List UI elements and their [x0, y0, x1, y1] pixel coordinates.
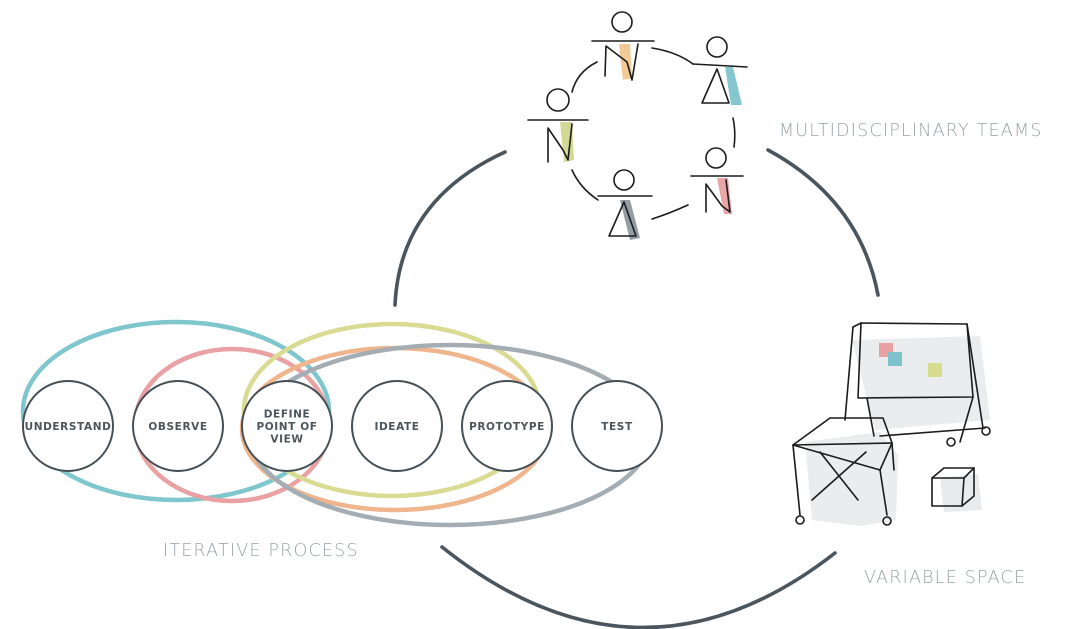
process-step-label: IDEATE	[374, 421, 419, 433]
process-step-label: OBSERVE	[148, 421, 207, 433]
team-member	[597, 169, 653, 240]
process-step: PROTOTYPE	[461, 380, 553, 472]
variable-space-sketch	[792, 322, 991, 526]
team-member-head	[613, 169, 635, 191]
team-ring-segment	[732, 117, 736, 148]
team-member-body-color	[725, 67, 742, 105]
process-step-circle	[241, 380, 333, 472]
connecting-arcs	[393, 148, 880, 629]
process-step-circle	[351, 380, 443, 472]
team-member-head	[546, 88, 570, 112]
process-step-label: PROTOTYPE	[469, 421, 545, 433]
process-step-label: POINT OF	[256, 421, 317, 433]
process-step-circle	[571, 380, 663, 472]
team-member-head	[611, 11, 633, 33]
caption-iterative-process: ITERATIVE PROCESS	[163, 541, 359, 561]
team-member-body-color	[717, 178, 732, 214]
process-step-label: TEST	[601, 421, 633, 433]
process-step-label: UNDERSTAND	[25, 421, 112, 433]
team-ring-segment	[571, 61, 598, 93]
arc-teams-to-space	[766, 148, 880, 297]
furniture-shadow	[805, 432, 898, 526]
team-member-head	[705, 147, 727, 169]
furniture-shadow	[852, 336, 990, 430]
team-member	[591, 11, 655, 81]
table	[792, 417, 895, 526]
team-ring-segment	[571, 169, 599, 201]
process-step-circle	[461, 380, 553, 472]
phase-ellipses	[20, 319, 653, 528]
team-member	[527, 88, 589, 163]
process-step-circle	[22, 380, 114, 472]
process-step-circle	[132, 380, 224, 472]
caption-multidisciplinary-teams: MULTIDISCIPLINARY TEAMS	[779, 121, 1043, 141]
process-step: OBSERVE	[132, 380, 224, 472]
sticky-note	[888, 352, 902, 366]
team-member	[692, 36, 748, 105]
arc-space-to-process	[440, 545, 837, 629]
caption-variable-space: VARIABLE SPACE	[864, 568, 1026, 588]
sticky-note	[928, 363, 942, 377]
process-step: UNDERSTAND	[22, 380, 114, 472]
process-step: TEST	[571, 380, 663, 472]
team-ring-segment	[651, 47, 694, 65]
process-step: IDEATE	[351, 380, 443, 472]
team-member-head	[706, 36, 728, 58]
team-ring-segment	[651, 204, 689, 220]
arc-process-to-teams	[393, 150, 507, 307]
furniture-shadow	[940, 474, 982, 512]
whiteboard	[844, 322, 991, 447]
team-member	[690, 147, 744, 214]
process-step-label: VIEW	[270, 434, 303, 446]
process-step-label: DEFINE	[264, 409, 311, 421]
cube-stool	[931, 467, 975, 507]
team-circle	[527, 11, 748, 240]
